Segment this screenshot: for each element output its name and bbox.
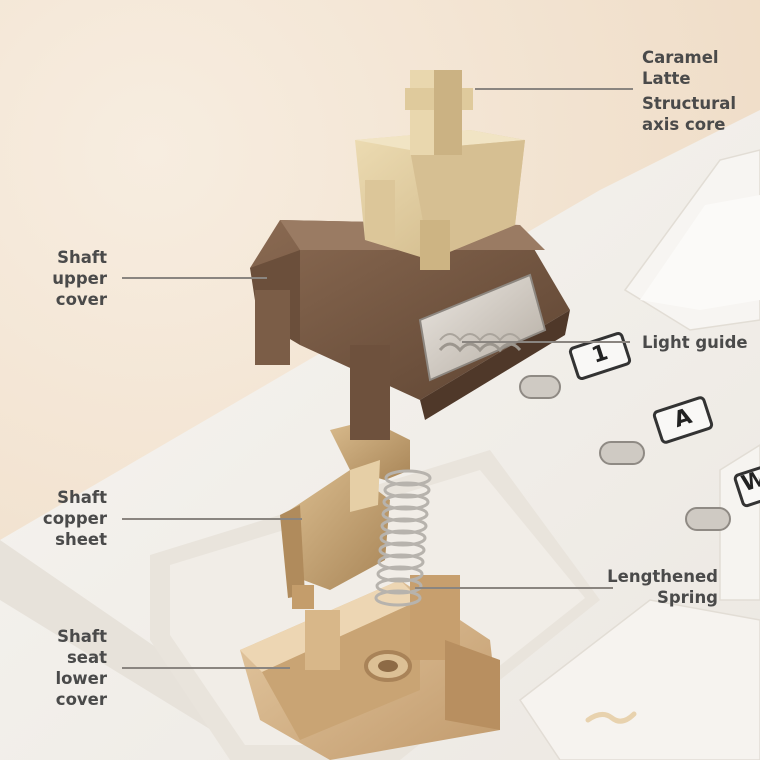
keycap-legend-1 (568, 331, 632, 381)
label-shaft-copper-sheet: Shaft copper sheet (42, 488, 107, 549)
structural-axis-core (355, 70, 525, 270)
label-shaft-upper-cover: Shaft upper cover (52, 248, 107, 309)
label-shaft-seat-lower-cover: Shaft seat lower cover (55, 627, 107, 709)
label-lengthened-spring: Lengthened Spring (607, 567, 718, 607)
leader-line-shaft-copper-sheet (122, 518, 302, 520)
label-caramel-latte: Caramel Latte (642, 48, 719, 88)
shaft-upper-cover (250, 220, 570, 440)
lengthened-spring (374, 469, 432, 607)
leader-line-shaft-seat-lower-cover (122, 667, 290, 669)
leader-line-lengthened-spring (415, 587, 613, 589)
leader-line-shaft-upper-cover (122, 277, 267, 279)
label-light-guide: Light guide (642, 333, 748, 352)
keycap-legend-w (733, 460, 760, 508)
label-structural-axis-core: Structural axis core (642, 94, 736, 134)
leader-line-structural-axis-core (475, 88, 633, 90)
keycap-legend-a (652, 396, 714, 444)
leader-line-light-guide (462, 341, 630, 343)
